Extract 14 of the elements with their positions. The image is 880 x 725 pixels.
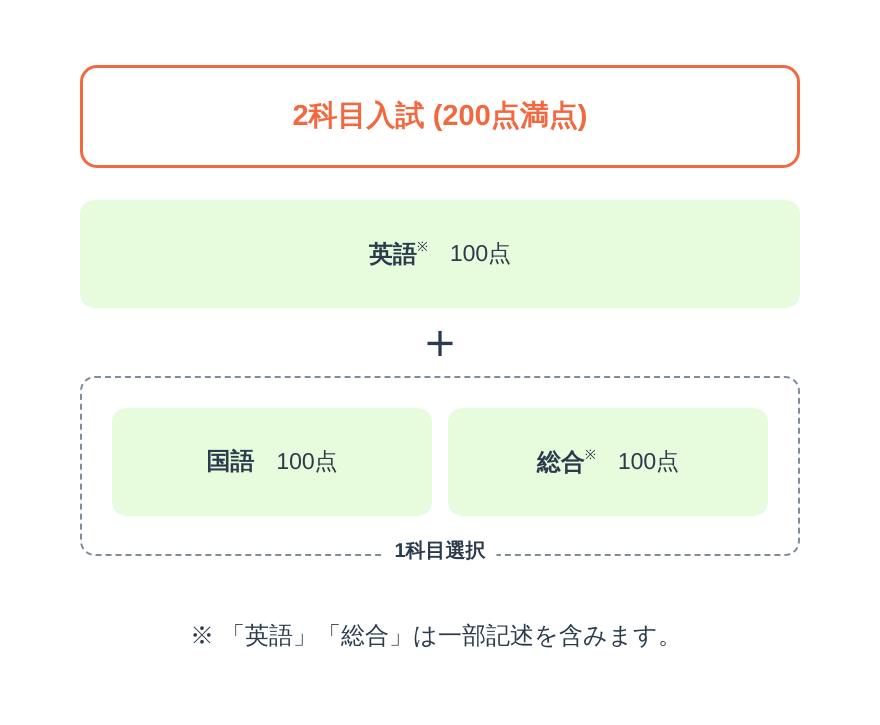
subject-name: 英語$^{※}$ bbox=[368, 238, 428, 270]
title-text: 2科目入試 (200点満点) bbox=[292, 99, 588, 134]
subject-name: 総合$^{※}$ bbox=[536, 446, 596, 478]
group-label: 1科目選択 bbox=[383, 539, 497, 563]
score-text: 100点 bbox=[618, 448, 680, 476]
footnote: ※ 「英語」「総合」は一部記述を含みます。 bbox=[190, 622, 682, 652]
exam-title-box bbox=[80, 65, 800, 168]
subject-name: 国語 bbox=[206, 448, 254, 476]
plus-sign: + bbox=[423, 323, 457, 363]
score-text: 100点 bbox=[450, 240, 512, 268]
subject-box bbox=[80, 200, 800, 308]
subject-box bbox=[448, 408, 768, 516]
subject-box bbox=[112, 408, 432, 516]
score-text: 100点 bbox=[276, 448, 338, 476]
